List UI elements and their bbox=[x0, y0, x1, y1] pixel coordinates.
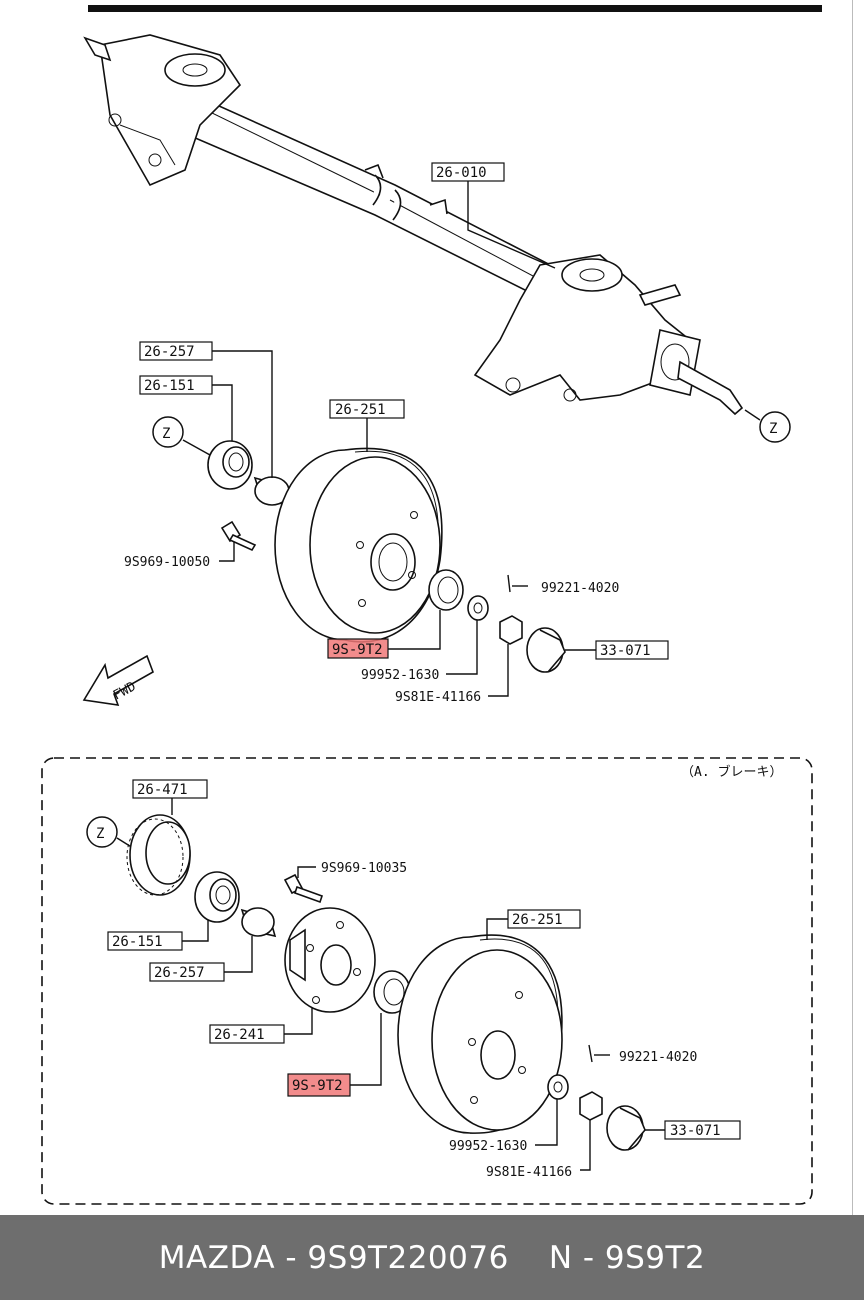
callout-lower-hub: 26-241 bbox=[214, 1027, 265, 1043]
callout-upper-bearing-outer: 26-151 bbox=[144, 378, 195, 394]
callout-lower-drum: 26-251 bbox=[512, 912, 563, 928]
footer-brand: MAZDA - 9S9T220076 bbox=[158, 1239, 509, 1276]
lower-cap bbox=[606, 1105, 646, 1151]
upper-washer bbox=[467, 595, 489, 621]
callout-upper-bolt: 9S969-10050 bbox=[124, 555, 210, 570]
callout-lower-bearing-outer: 26-151 bbox=[112, 934, 163, 950]
upper-bearing-outer bbox=[207, 440, 253, 490]
callout-upper-cap: 33-071 bbox=[600, 643, 651, 659]
svg-text:Z: Z bbox=[162, 426, 170, 442]
callout-upper-cotter-pin: 99221-4020 bbox=[541, 581, 619, 596]
parts-diagram: 26-010 Z Z bbox=[41, 5, 822, 1205]
callout-lower-spacer: 26-257 bbox=[154, 965, 205, 981]
fwd-arrow: FWD bbox=[82, 654, 154, 706]
lower-bearing-inner bbox=[373, 970, 411, 1014]
callout-lower-seal: 26-471 bbox=[137, 782, 188, 798]
callout-lower-seal-box bbox=[132, 779, 208, 799]
callout-lower-bearing-inner: 9S-9T2 bbox=[292, 1078, 343, 1094]
lower-spacer bbox=[240, 907, 277, 938]
lower-hub bbox=[284, 907, 376, 1013]
brake-section-frame bbox=[41, 757, 813, 1205]
lower-seal bbox=[126, 814, 191, 896]
lower-nut bbox=[579, 1091, 603, 1121]
callout-upper-spacer: 26-257 bbox=[144, 344, 195, 360]
callout-axle: 26-010 bbox=[436, 165, 487, 181]
footer-bar: MAZDA - 9S9T220076 N - 9S9T2 bbox=[0, 1215, 864, 1300]
rear-axle-assembly bbox=[83, 34, 744, 416]
lower-washer bbox=[547, 1074, 569, 1100]
lower-bolt bbox=[283, 873, 324, 904]
footer-part-code: N - 9S9T2 bbox=[548, 1239, 706, 1276]
svg-text:Z: Z bbox=[96, 826, 104, 842]
lower-brake-drum bbox=[397, 934, 563, 1134]
lower-cotter-pin bbox=[588, 1044, 610, 1063]
page-edge bbox=[852, 0, 864, 1215]
callout-lower-cotter-pin: 99221-4020 bbox=[619, 1050, 697, 1065]
lower-bearing-outer bbox=[194, 871, 240, 923]
highlight-lower-bearing bbox=[288, 1074, 350, 1096]
callout-lower-washer: 99952-1630 bbox=[449, 1139, 527, 1154]
brake-section-title: （A. ブレーキ） bbox=[681, 764, 782, 780]
z-marker-right: Z bbox=[744, 409, 791, 443]
top-border bbox=[88, 5, 822, 12]
upper-cap bbox=[526, 627, 566, 673]
z-marker-left: Z bbox=[152, 416, 211, 456]
callout-upper-nut: 9S81E-41166 bbox=[395, 690, 481, 705]
upper-spacer bbox=[253, 476, 292, 507]
callout-upper-drum: 26-251 bbox=[335, 402, 386, 418]
upper-cotter-pin bbox=[507, 574, 528, 593]
upper-bolt bbox=[220, 520, 257, 552]
highlight-upper-bearing bbox=[328, 639, 388, 658]
callout-lower-cap: 33-071 bbox=[670, 1123, 721, 1139]
callout-lower-bolt: 9S969-10035 bbox=[321, 861, 407, 876]
callout-lower-nut: 9S81E-41166 bbox=[486, 1165, 572, 1180]
upper-brake-drum bbox=[274, 447, 443, 643]
z-marker-lower: Z bbox=[86, 816, 134, 849]
callout-upper-bearing-inner: 9S-9T2 bbox=[332, 642, 383, 658]
callout-upper-washer: 99952-1630 bbox=[361, 668, 439, 683]
svg-text:Z: Z bbox=[769, 421, 777, 437]
upper-nut bbox=[499, 615, 523, 645]
upper-bearing-inner bbox=[428, 569, 464, 611]
